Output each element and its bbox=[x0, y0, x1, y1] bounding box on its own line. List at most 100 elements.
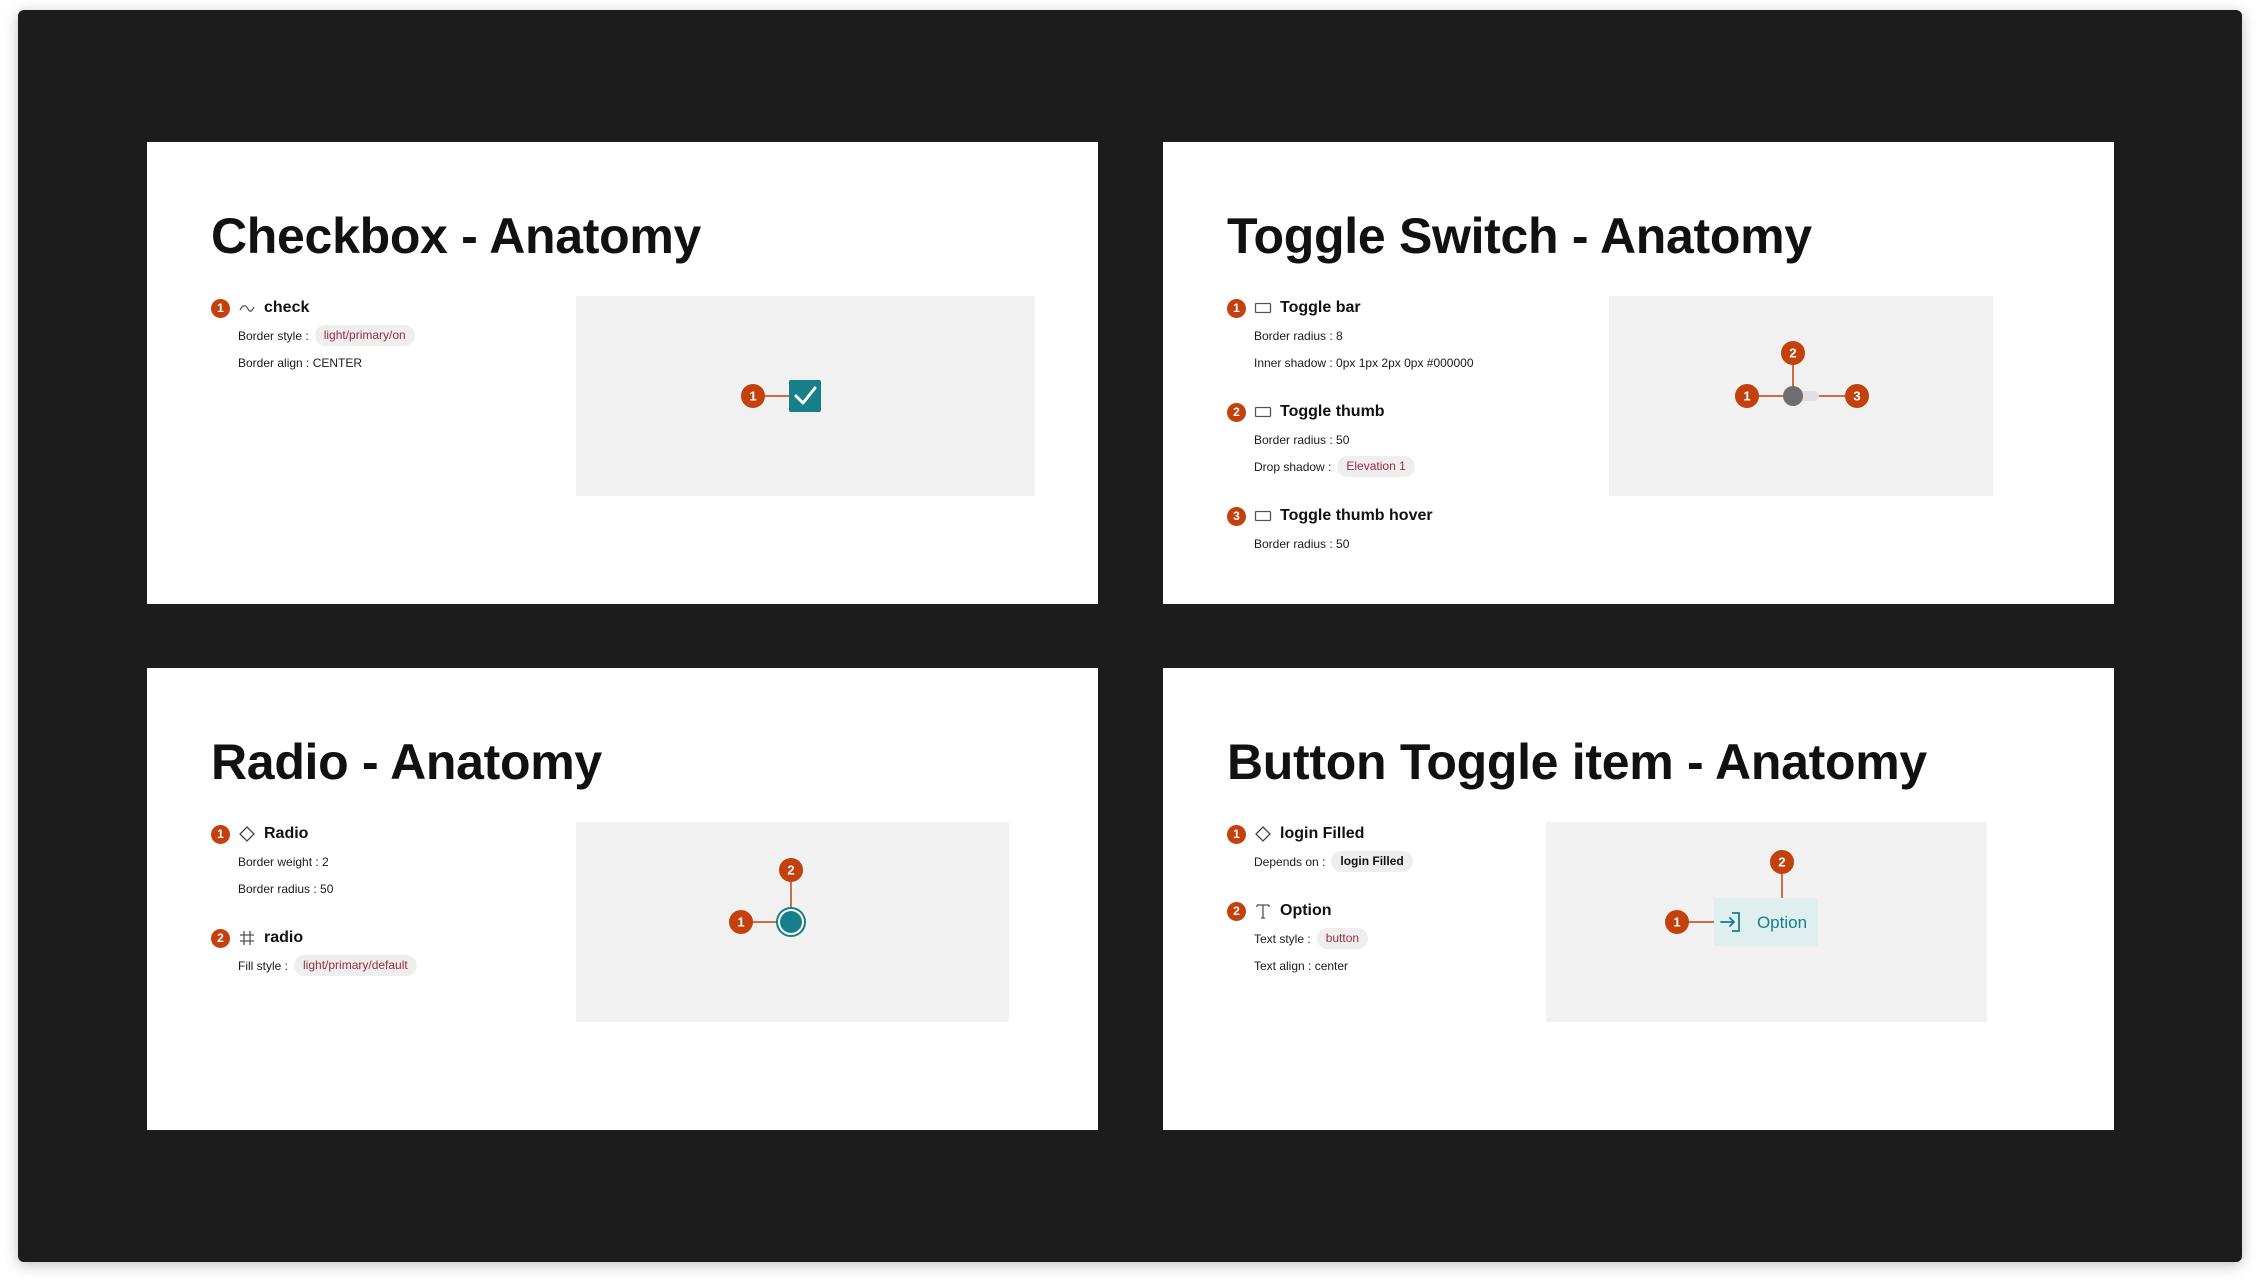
property-row: Border radius : 50 bbox=[238, 877, 551, 900]
radio-preview: 1 2 bbox=[576, 822, 1009, 1022]
layer-name: login Filled bbox=[1280, 825, 1365, 842]
card-title: Button Toggle item - Anatomy bbox=[1227, 734, 1927, 790]
marker-badge-2: 2 bbox=[1770, 850, 1794, 874]
svg-text:2: 2 bbox=[787, 863, 794, 878]
property-row: Border radius : 50 bbox=[1254, 428, 1567, 451]
property-label: Text align : center bbox=[1254, 958, 1349, 973]
layer-item-header: 2 Toggle thumb bbox=[1227, 400, 1567, 424]
vector-icon bbox=[238, 299, 256, 317]
property-label: Border style : bbox=[238, 328, 309, 343]
property-label: Border align : CENTER bbox=[238, 355, 363, 370]
layer-item-header: 1 Radio bbox=[211, 822, 551, 846]
property-label: Depends on : bbox=[1254, 854, 1326, 869]
layer-item-header: 3 Toggle thumb hover bbox=[1227, 504, 1567, 528]
layer-item-header: 1 Toggle bar bbox=[1227, 296, 1567, 320]
svg-text:2: 2 bbox=[1778, 855, 1785, 870]
layer-name: Toggle bar bbox=[1280, 299, 1361, 316]
layer-item-header: 2 radio bbox=[211, 926, 551, 950]
number-badge: 2 bbox=[211, 928, 230, 948]
marker-badge-3: 3 bbox=[1845, 384, 1869, 408]
property-label: Inner shadow : 0px 1px 2px 0px #000000 bbox=[1254, 355, 1474, 370]
svg-text:1: 1 bbox=[749, 389, 756, 404]
number-badge: 3 bbox=[1227, 506, 1246, 526]
card-title: Checkbox - Anatomy bbox=[211, 208, 702, 264]
toggle-switch[interactable] bbox=[1783, 386, 1819, 406]
property-row: Border weight : 2 bbox=[238, 850, 551, 873]
radio-button-selected[interactable] bbox=[776, 907, 806, 937]
layer-name: Toggle thumb hover bbox=[1280, 507, 1433, 524]
layer-name: radio bbox=[264, 929, 304, 946]
layer-item-header: 2 Option bbox=[1227, 899, 1567, 923]
style-chip[interactable]: light/primary/on bbox=[314, 325, 415, 346]
card-title: Radio - Anatomy bbox=[211, 734, 602, 790]
property-row: Border radius : 8 bbox=[1254, 324, 1567, 347]
svg-text:3: 3 bbox=[1853, 389, 1860, 404]
toggle-switch-preview: 1 2 3 bbox=[1609, 296, 1993, 496]
card-title: Toggle Switch - Anatomy bbox=[1227, 208, 1812, 264]
property-row: Border style : light/primary/on bbox=[238, 324, 551, 347]
layer-item-header: 1 login Filled bbox=[1227, 822, 1567, 846]
svg-text:1: 1 bbox=[1743, 389, 1750, 404]
marker-badge-2: 2 bbox=[1781, 341, 1805, 365]
layer-name: check bbox=[264, 299, 310, 316]
button-toggle-item[interactable]: Option bbox=[1714, 898, 1818, 946]
marker-badge-1: 1 bbox=[1735, 384, 1759, 408]
checkbox-checked[interactable] bbox=[789, 380, 821, 412]
button-toggle-anatomy-card: Button Toggle item - Anatomy 1 login Fill… bbox=[1163, 668, 2114, 1130]
rectangle-icon bbox=[1254, 299, 1272, 317]
svg-text:1: 1 bbox=[1673, 915, 1680, 930]
property-row: Border align : CENTER bbox=[238, 351, 551, 374]
style-chip[interactable]: Elevation 1 bbox=[1337, 456, 1415, 477]
layer-name: Toggle thumb bbox=[1280, 403, 1385, 420]
number-badge: 1 bbox=[211, 824, 230, 844]
marker-badge-1: 1 bbox=[1665, 910, 1689, 934]
property-label: Border radius : 50 bbox=[1254, 536, 1350, 551]
property-label: Border radius : 50 bbox=[238, 881, 334, 896]
number-badge: 2 bbox=[1227, 901, 1246, 921]
property-row: Drop shadow :Elevation 1 bbox=[1254, 455, 1567, 478]
svg-text:2: 2 bbox=[1789, 346, 1796, 361]
property-label: Border radius : 50 bbox=[1254, 432, 1350, 447]
layer-name: Option bbox=[1280, 902, 1332, 919]
property-row: Text align : center bbox=[1254, 954, 1567, 977]
rectangle-icon bbox=[1254, 403, 1272, 421]
property-label: Fill style : bbox=[238, 958, 289, 973]
property-row: Fill style : light/primary/default bbox=[238, 954, 551, 977]
property-label: Text style : bbox=[1254, 931, 1311, 946]
style-chip[interactable]: light/primary/default bbox=[294, 955, 417, 976]
property-row: Depends on : login Filled bbox=[1254, 850, 1567, 873]
component-diamond-icon bbox=[1254, 825, 1272, 843]
marker-badge-1: 1 bbox=[741, 384, 765, 408]
button-toggle-preview: Option 1 2 bbox=[1546, 822, 1987, 1022]
number-badge: 1 bbox=[1227, 298, 1246, 318]
layer-item-header: 1 check bbox=[211, 296, 551, 320]
property-label: Border radius : 8 bbox=[1254, 328, 1343, 343]
number-badge: 1 bbox=[211, 298, 230, 318]
number-badge: 1 bbox=[1227, 824, 1246, 844]
checkbox-preview: 1 bbox=[576, 296, 1035, 496]
style-chip[interactable]: button bbox=[1316, 928, 1369, 949]
frame-hash-icon bbox=[238, 929, 256, 947]
number-badge: 2 bbox=[1227, 402, 1246, 422]
property-row: Border radius : 50 bbox=[1254, 532, 1567, 555]
marker-badge-1: 1 bbox=[729, 910, 753, 934]
option-label: Option bbox=[1757, 913, 1807, 932]
layer-name: Radio bbox=[264, 825, 309, 842]
text-icon bbox=[1254, 902, 1272, 920]
style-chip[interactable]: login Filled bbox=[1331, 851, 1413, 872]
marker-badge-2: 2 bbox=[779, 858, 803, 882]
